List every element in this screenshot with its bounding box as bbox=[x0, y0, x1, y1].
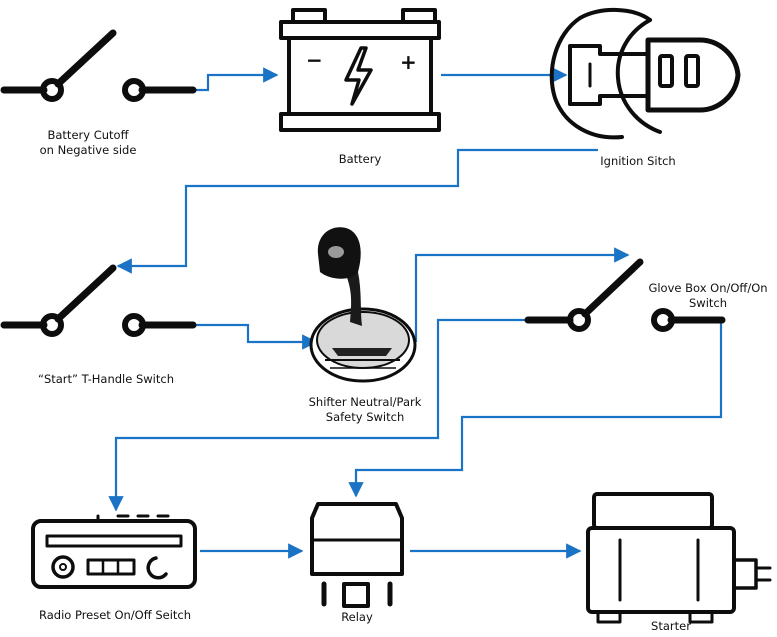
starter-label: Starter bbox=[651, 619, 691, 633]
battery-icon bbox=[279, 8, 441, 132]
starter-motor-icon bbox=[586, 492, 772, 624]
start-switch-icon bbox=[0, 264, 197, 337]
wire-glovebox-to-relay bbox=[348, 322, 723, 498]
ignition-label: Ignition Sitch bbox=[600, 154, 676, 168]
radio-icon bbox=[31, 514, 197, 589]
start-switch-label: “Start” T-Handle Switch bbox=[37, 372, 174, 386]
relay-icon bbox=[310, 502, 404, 608]
shifter-label-line1: Shifter Neutral/Park bbox=[308, 395, 422, 409]
battery-cutoff-label: Battery Cutoff on Negative side bbox=[28, 128, 148, 158]
relay-label: Relay bbox=[341, 610, 373, 624]
glovebox-label-line2: Switch bbox=[688, 296, 728, 310]
radio-label: Radio Preset On/Off Seitch bbox=[38, 608, 192, 622]
wire-cutoff-to-battery bbox=[190, 67, 279, 92]
wire-start-to-shifter bbox=[193, 323, 318, 350]
battery-cutoff-label-line2: on Negative side bbox=[39, 143, 137, 157]
wires bbox=[108, 67, 723, 559]
wire-shifter-to-glovebox bbox=[414, 247, 630, 342]
battery-cutoff-label-line1: Battery Cutoff bbox=[47, 128, 129, 142]
ignition-key-icon bbox=[549, 7, 741, 140]
battery-cutoff-switch-icon bbox=[0, 29, 197, 102]
battery-label: Battery bbox=[338, 152, 382, 166]
wire-glovebox-to-radio bbox=[108, 318, 528, 512]
wire-ignition-to-start bbox=[116, 148, 598, 274]
shifter-label: Shifter Neutral/Park Safety Switch bbox=[290, 395, 440, 425]
shifter-icon bbox=[309, 227, 417, 383]
glovebox-label: Glove Box On/Off/On Switch bbox=[640, 281, 776, 311]
glovebox-label-line1: Glove Box On/Off/On bbox=[648, 281, 768, 295]
battery-plus-symbol: + bbox=[400, 50, 417, 74]
glovebox-switch-icon bbox=[524, 258, 726, 332]
shifter-label-line2: Safety Switch bbox=[325, 410, 405, 424]
battery-minus-symbol: − bbox=[306, 48, 323, 72]
